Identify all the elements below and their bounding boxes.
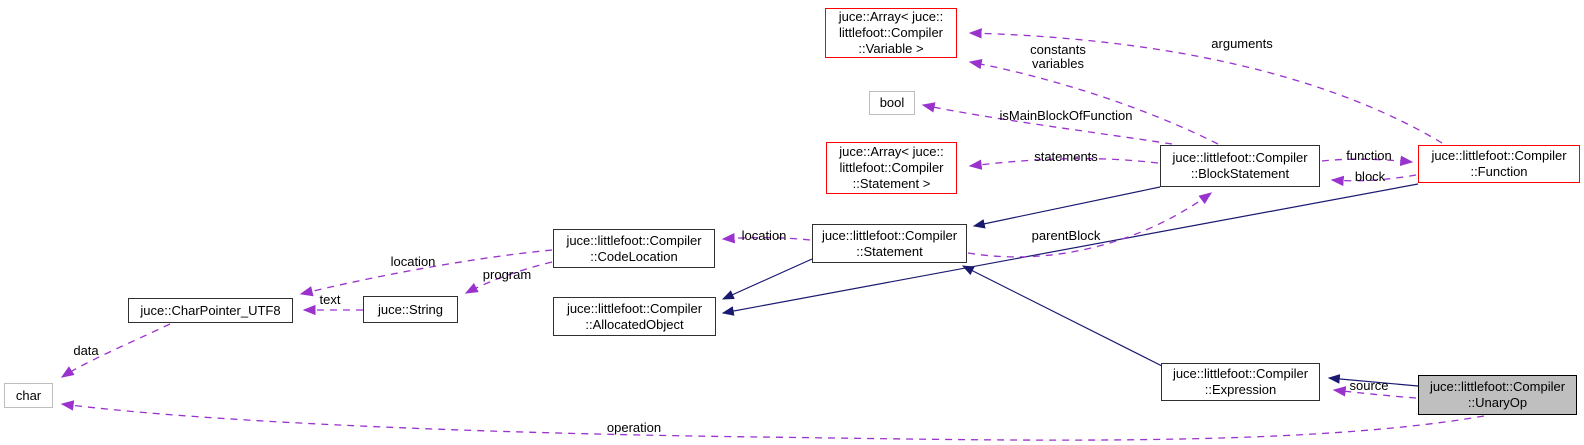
edge-block <box>1330 174 1417 187</box>
edge-label-ismainblockoffunction: isMainBlockOfFunction <box>999 108 1133 123</box>
edge-label-statements: statements <box>1034 149 1098 164</box>
node-array-variable: juce::Array< juce:: littlefoot::Compiler… <box>825 8 957 58</box>
edge-label-program: program <box>482 267 532 282</box>
edge-label-parentblock: parentBlock <box>1031 228 1101 243</box>
edge-label-data: data <box>73 343 99 358</box>
node-statement[interactable]: juce::littlefoot::Compiler ::Statement <box>812 224 967 263</box>
edge-parentblock <box>967 192 1213 258</box>
edge-statement-allocatedobject <box>721 258 813 300</box>
edge-location-codelocation <box>299 249 553 297</box>
node-bool: bool <box>869 91 915 115</box>
edge-constants-variables <box>968 58 1219 145</box>
node-charpointer-utf8[interactable]: juce::CharPointer_UTF8 <box>128 298 293 323</box>
edge-label-location-statement: location <box>741 228 787 243</box>
node-block-statement[interactable]: juce::littlefoot::Compiler ::BlockStatem… <box>1160 145 1320 187</box>
edge-label-text: text <box>319 292 341 307</box>
edge-label-arguments: arguments <box>1211 36 1273 51</box>
edge-program <box>464 261 553 294</box>
edge-operation <box>60 400 1485 441</box>
edge-source <box>1332 386 1417 399</box>
edge-expression-statement <box>961 265 1163 367</box>
node-unary-op: juce::littlefoot::Compiler ::UnaryOp <box>1418 375 1577 415</box>
node-allocated-object[interactable]: juce::littlefoot::Compiler ::AllocatedOb… <box>553 297 716 336</box>
edge-data <box>60 323 171 378</box>
edge-function-label <box>1321 155 1414 167</box>
node-function: juce::littlefoot::Compiler ::Function <box>1418 145 1580 183</box>
edge-label-source: source <box>1349 378 1389 393</box>
edge-label-function: function <box>1346 148 1392 163</box>
node-expression[interactable]: juce::littlefoot::Compiler ::Expression <box>1161 363 1320 401</box>
edge-label-constants-variables: constants variables <box>1030 42 1086 71</box>
edge-blockstatement-statement <box>972 186 1161 229</box>
node-array-statement: juce::Array< juce:: littlefoot::Compiler… <box>826 142 957 194</box>
edge-statements <box>968 157 1159 170</box>
edge-location-statement <box>721 233 811 244</box>
edge-ismainblockoffunction <box>921 102 1173 145</box>
edge-function-allocatedobject <box>721 183 1419 316</box>
edge-label-block: block <box>1354 169 1386 184</box>
node-string[interactable]: juce::String <box>363 296 458 323</box>
edge-label-location-codelocation: location <box>390 254 436 269</box>
node-code-location[interactable]: juce::littlefoot::Compiler ::CodeLocatio… <box>553 229 715 268</box>
node-char: char <box>4 383 53 408</box>
edge-label-operation: operation <box>606 420 662 435</box>
edge-unaryop-expression <box>1327 374 1419 387</box>
